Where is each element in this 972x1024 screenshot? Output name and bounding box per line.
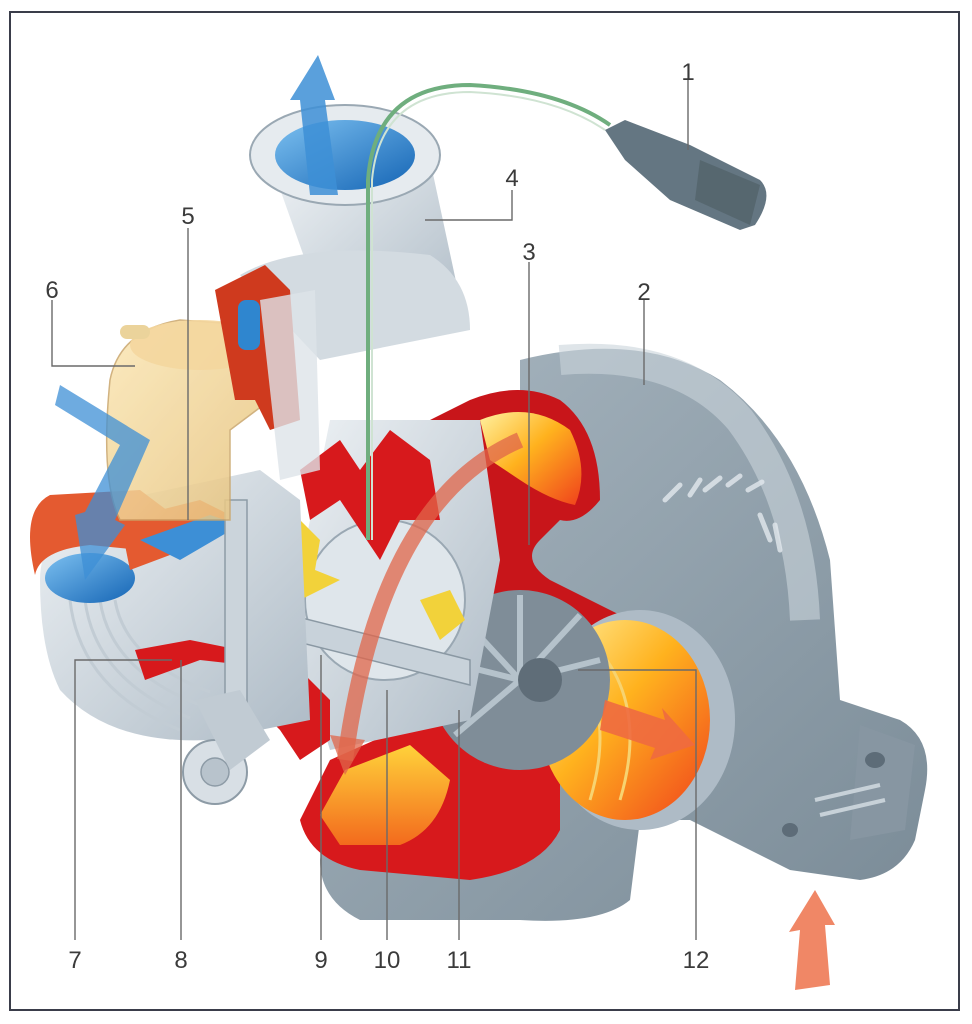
fresh-air-arrow [55, 385, 150, 580]
callout-10: 10 [374, 947, 401, 974]
exhaust-inlet-arrow [789, 890, 835, 990]
leader-lines [51, 80, 697, 940]
callout-11: 11 [447, 947, 472, 974]
callout-1: 1 [681, 59, 694, 86]
callout-7: 7 [68, 947, 81, 974]
exhaust-bypass-arc [337, 432, 524, 762]
leader-7 [74, 659, 172, 940]
callout-3: 3 [522, 239, 535, 266]
callout-2: 2 [637, 279, 650, 306]
callout-4: 4 [505, 165, 518, 192]
actuator-bracket [260, 290, 320, 480]
valve-seal [238, 300, 260, 350]
speed-sensor-cable [366, 82, 612, 540]
exhaust-flow-arrow [600, 700, 695, 760]
leader-12 [578, 669, 697, 940]
compressed-air-arrow [290, 55, 338, 195]
callout-9: 9 [314, 947, 327, 974]
callout-12: 12 [683, 947, 710, 974]
turbine-cut-section [300, 390, 735, 880]
leader-6 [51, 300, 135, 367]
callout-5: 5 [181, 203, 194, 230]
housing-embossing [662, 473, 783, 553]
sensor-connector [605, 120, 767, 230]
leader-4 [425, 190, 513, 221]
callout-6: 6 [45, 277, 58, 304]
wastegate-linkage [182, 499, 270, 805]
callout-8: 8 [174, 947, 187, 974]
callout-labels: 1 2 3 4 5 6 7 8 9 10 11 12 [45, 59, 709, 974]
